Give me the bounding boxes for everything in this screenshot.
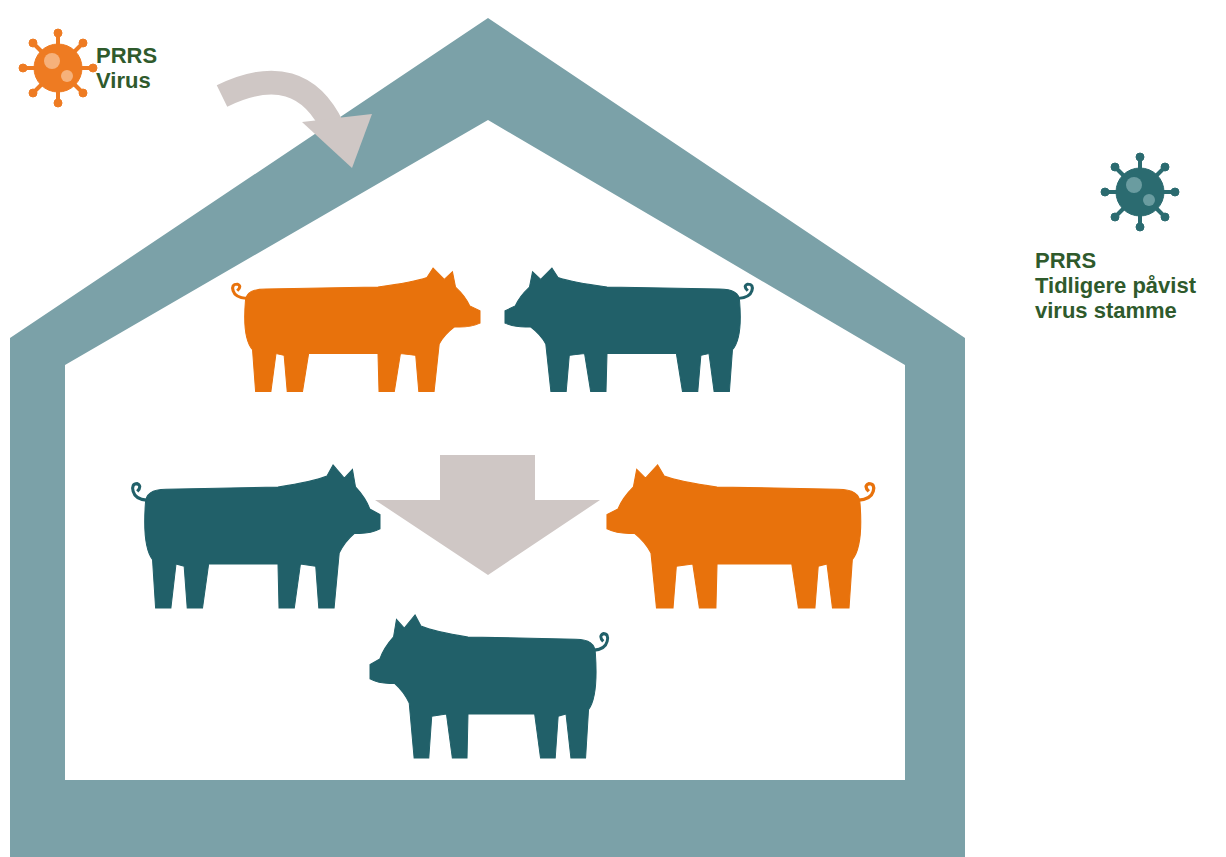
transition-arrow: [375, 455, 600, 575]
house-outline: [10, 18, 965, 857]
virus-icon-teal: [1101, 153, 1179, 231]
pig-use: [233, 268, 480, 392]
virus-spot: [44, 53, 60, 69]
virus-use: [19, 29, 97, 107]
pig-teal: [133, 465, 380, 608]
pig-teal: [370, 615, 608, 758]
pig-use: [505, 268, 752, 392]
virus-spot: [1143, 194, 1155, 206]
virus-spot: [1126, 177, 1142, 193]
virus-label: PRRS Virus: [96, 43, 176, 93]
pig-use: [133, 465, 380, 608]
entry-arrow-head: [302, 114, 372, 168]
virus-icon-orange: [19, 29, 97, 107]
virus-label: Tidligere påvist virus stamme: [1035, 273, 1220, 323]
virus-use: [1101, 153, 1179, 231]
pig-orange: [233, 268, 480, 392]
virus-label: PRRS: [1035, 248, 1226, 273]
pig-orange: [607, 465, 874, 608]
pig-use: [370, 615, 608, 758]
virus-spot: [61, 70, 73, 82]
pig-teal: [505, 268, 752, 392]
pig-use: [607, 465, 874, 608]
